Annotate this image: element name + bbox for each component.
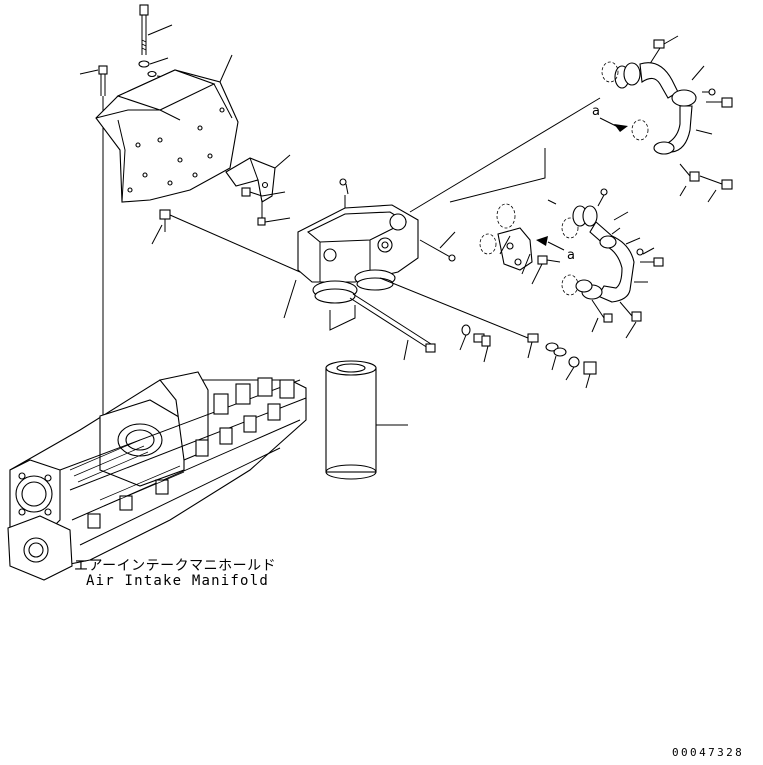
- lower-pipe: [572, 188, 664, 339]
- filter-head: [283, 178, 419, 319]
- pipe-bracket-mid: [479, 199, 579, 296]
- plug: [473, 333, 491, 363]
- reference-mark-a-top: a: [592, 104, 600, 119]
- plate-bolt: [151, 209, 301, 273]
- reference-mark-a-middle: a: [567, 248, 575, 263]
- air-intake-manifold: [7, 371, 307, 581]
- arrow-a-mid: [536, 236, 565, 251]
- manifold-label-japanese: エアーインテークマニホールド: [74, 558, 277, 574]
- manifold-label-english: Air Intake Manifold: [86, 573, 269, 589]
- drawing-code: 00047328: [672, 746, 745, 759]
- bracket-line: [449, 148, 546, 203]
- leader-line-a: [409, 97, 601, 213]
- pin-bolt: [419, 231, 456, 262]
- bracket-plate: [95, 54, 239, 203]
- long-bolt-bottom: [349, 293, 436, 361]
- filter-bracket: [329, 305, 356, 331]
- long-bolt-top: [138, 4, 173, 79]
- valve-parts: [379, 277, 597, 389]
- filter-element: [325, 360, 408, 480]
- bolt-left-bracket: [79, 65, 108, 420]
- upper-pipe: [614, 35, 733, 203]
- small-bracket: [225, 154, 291, 226]
- arrow-a-top: [599, 61, 649, 141]
- seal-ring: [459, 324, 471, 351]
